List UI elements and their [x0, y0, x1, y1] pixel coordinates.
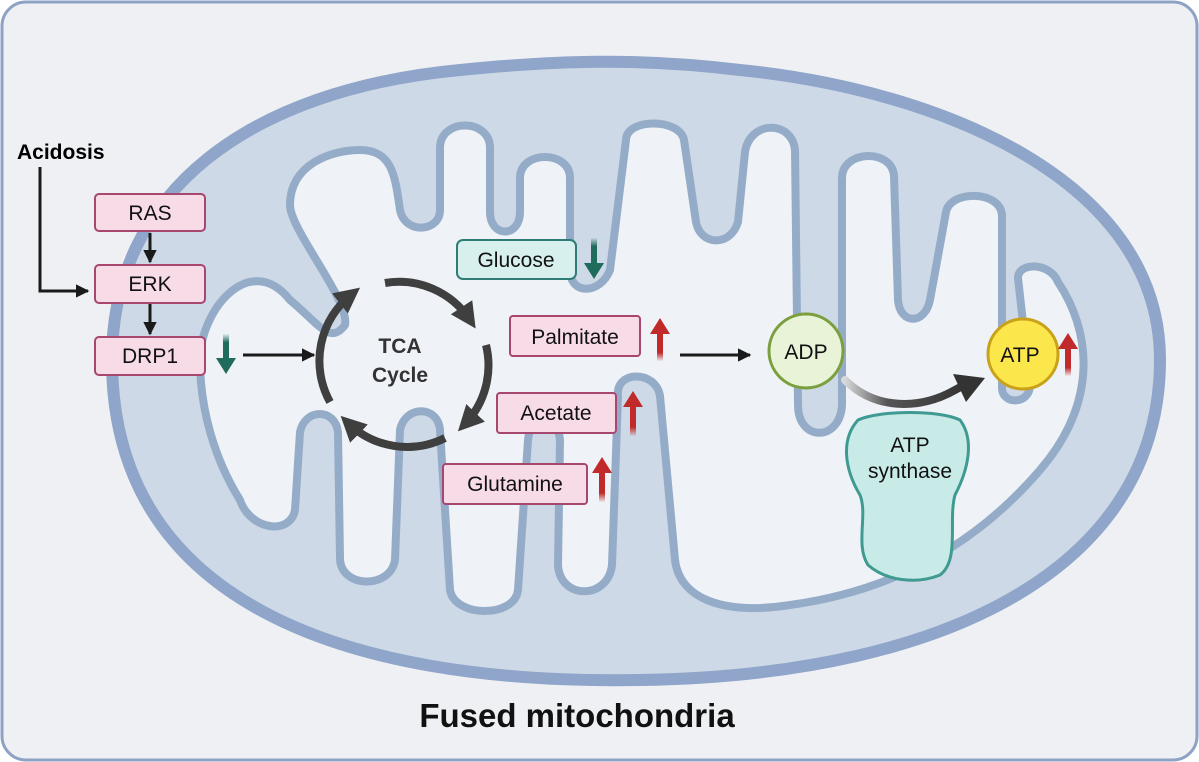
adp-to-atp-arrowhead	[953, 374, 985, 402]
tca-arc-bottom	[340, 415, 447, 451]
tca-arc-top	[384, 277, 476, 329]
tca-label-line2: Cycle	[372, 364, 428, 387]
glutamine-node: Glutamine	[442, 463, 588, 505]
erk-label: ERK	[128, 273, 171, 296]
acidosis-to-erk-arrow	[38, 167, 90, 298]
atp-label: ATP	[1000, 344, 1039, 367]
atp-synthase: ATP synthase	[845, 411, 970, 582]
drp1-decrease-arrow	[216, 334, 236, 374]
atp-node: ATP	[986, 317, 1060, 391]
tca-arc-left	[315, 287, 361, 404]
palmitate-increase-arrow	[650, 318, 670, 361]
ras-label: RAS	[128, 202, 171, 225]
atp-synthase-label-line1: ATP	[890, 434, 929, 457]
adp-node: ADP	[767, 312, 845, 390]
atp-synthase-label-line2: synthase	[868, 460, 952, 483]
figure-title: Fused mitochondria	[419, 697, 735, 734]
adp-to-atp-arrow	[841, 376, 970, 408]
glucose-decrease-arrow	[584, 238, 604, 279]
erk-node: ERK	[94, 264, 206, 304]
glucose-node: Glucose	[456, 239, 577, 280]
acidosis-label: Acidosis	[17, 141, 105, 164]
tca-cycle-arrows	[315, 277, 493, 451]
palmitate-label: Palmitate	[531, 326, 619, 349]
acetate-node: Acetate	[496, 392, 617, 434]
atp-increase-arrow	[1058, 333, 1078, 376]
glutamine-increase-arrow	[592, 457, 612, 502]
tca-arc-right	[457, 344, 493, 432]
palmitate-node: Palmitate	[509, 315, 641, 357]
ras-node: RAS	[94, 193, 206, 232]
tca-label-line1: TCA	[378, 335, 421, 358]
glutamine-label: Glutamine	[467, 473, 563, 496]
acetate-label: Acetate	[520, 402, 591, 425]
glucose-label: Glucose	[477, 249, 554, 272]
acetate-increase-arrow	[623, 391, 643, 436]
drp1-node: DRP1	[94, 336, 206, 376]
drp1-label: DRP1	[122, 345, 178, 368]
adp-label: ADP	[784, 341, 827, 364]
